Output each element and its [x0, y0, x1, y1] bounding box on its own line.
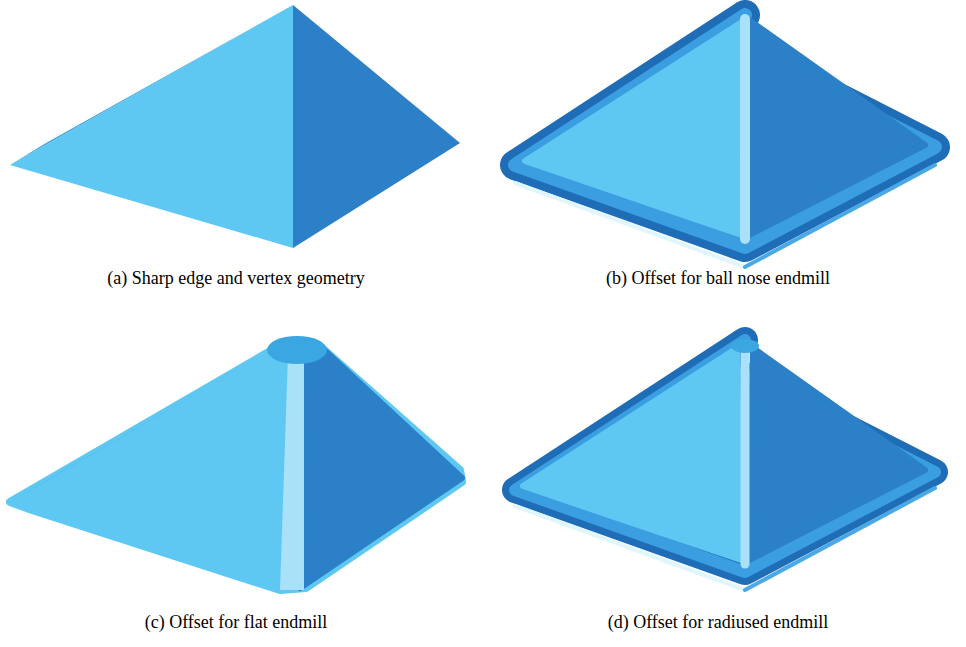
- figure-caption: (d) Offset for radiused endmill: [608, 612, 829, 633]
- radiused-endmill-offset: [515, 339, 935, 590]
- figure-caption: (b) Offset for ball nose endmill: [606, 268, 830, 289]
- sharp-pyramid: [10, 5, 460, 248]
- figure-caption: (a) Sharp edge and vertex geometry: [107, 268, 364, 289]
- figure-caption: (c) Offset for flat endmill: [145, 612, 328, 633]
- flat-endmill-offset: [10, 336, 462, 590]
- ball-nose-offset: [515, 15, 935, 267]
